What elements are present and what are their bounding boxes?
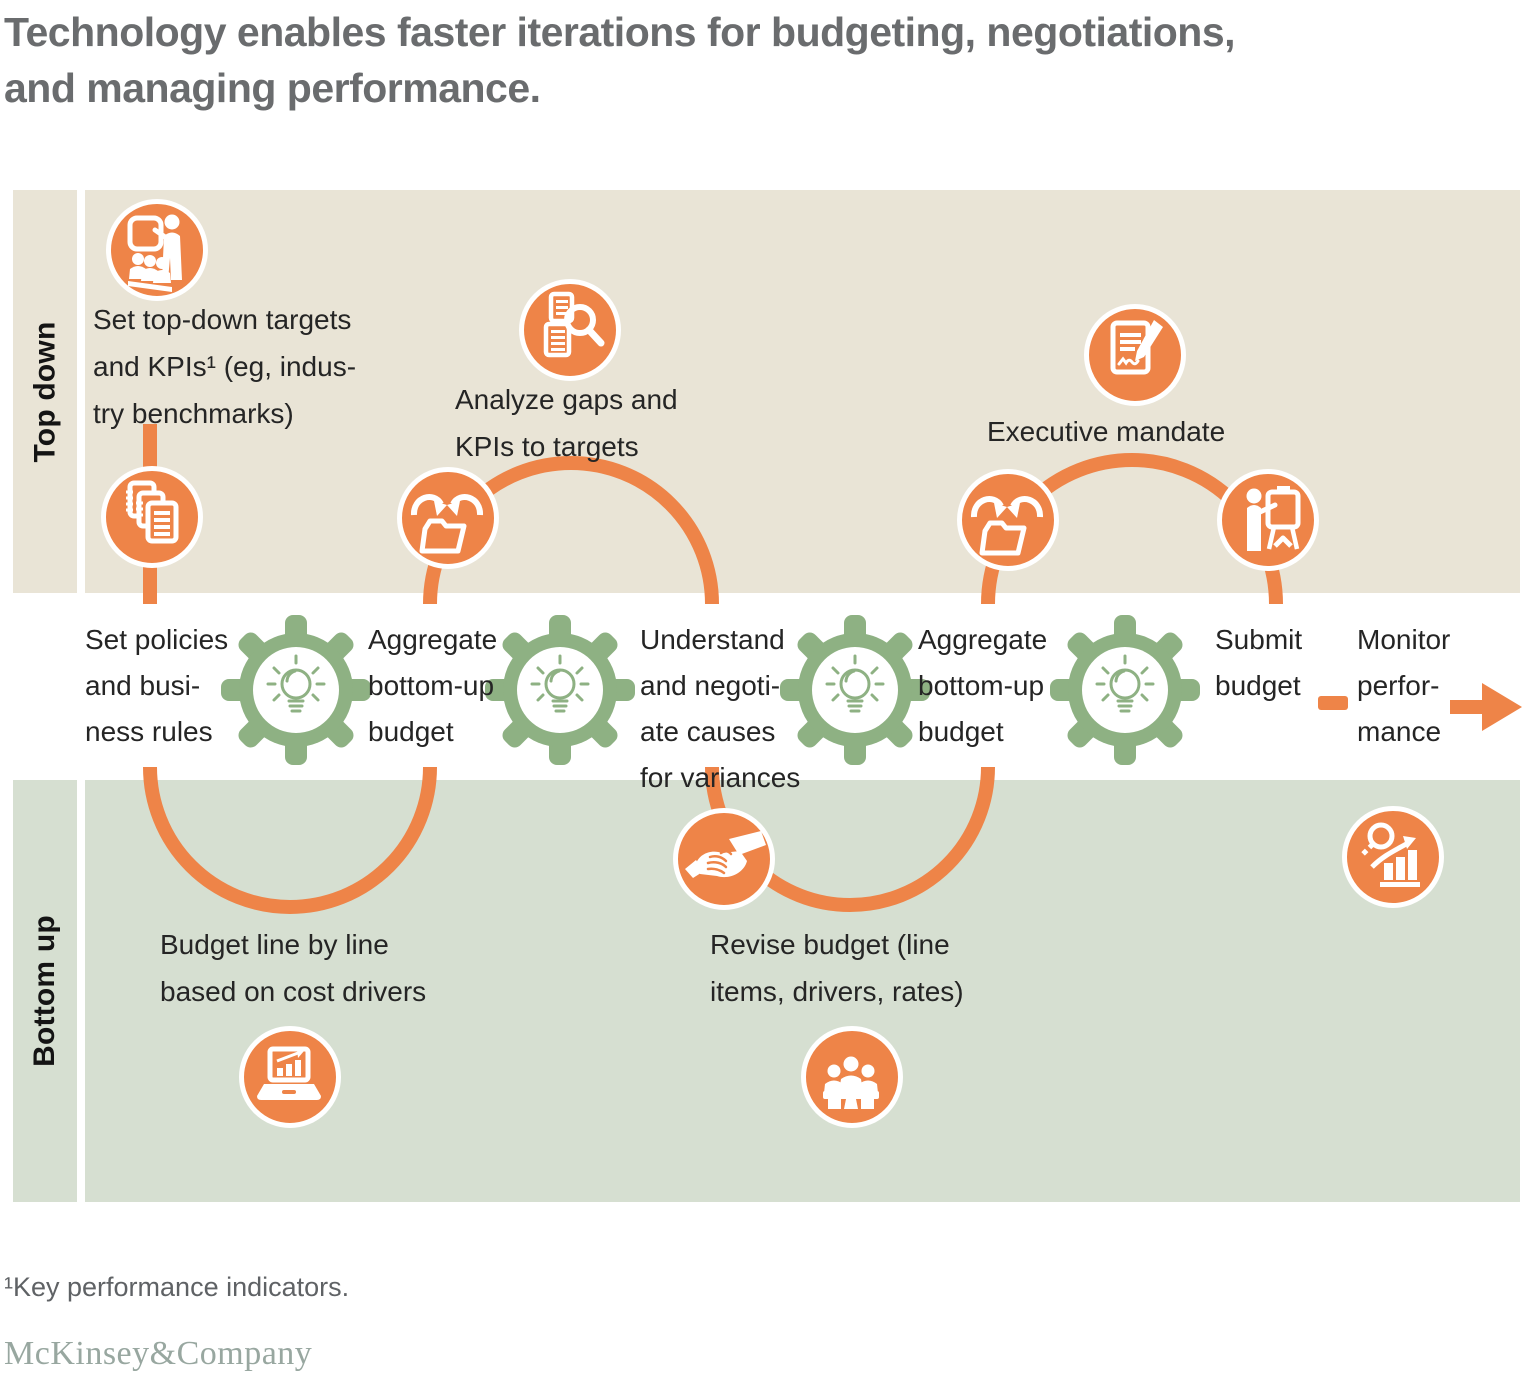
footnote: ¹Key performance indicators.: [4, 1272, 350, 1302]
step-label-set-policies: Set policies and busi- ness rules: [85, 624, 229, 747]
presenter-easel-icon: [1217, 469, 1319, 571]
presentation-training-icon: [106, 199, 208, 301]
step-label-understand: Understand and negoti- ate causes for va…: [640, 624, 801, 793]
document-search-icon: [519, 279, 621, 381]
gear-lightbulb-icon: [780, 615, 930, 765]
step-label-set-targets: Set top-down targets and KPIs¹ (eg, indu…: [93, 304, 357, 429]
step-label-submit: Submit budget: [1215, 624, 1303, 701]
mckinsey-logo: McKinsey&Company: [4, 1335, 313, 1372]
bottom-up-side-band: Bottom up: [13, 780, 77, 1202]
meeting-icon: [801, 1026, 903, 1128]
monitor-dash: [1318, 696, 1348, 710]
gear-lightbulb-icon: [221, 615, 371, 765]
step-label-revise-budget: Revise budget (line items, drivers, rate…: [710, 929, 964, 1007]
connector-bottom-arc-1: [143, 766, 437, 914]
step-label-analyze-gaps: Analyze gaps and KPIs to targets: [455, 384, 678, 462]
top-down-side-band: Top down: [13, 190, 77, 593]
documents-icon: [101, 466, 203, 568]
laptop-chart-icon: [239, 1026, 341, 1128]
monitor-arrow: [1450, 683, 1522, 731]
gear-lightbulb-icon: [485, 615, 635, 765]
merge-into-folder-icon: [397, 467, 499, 569]
step-label-aggregate-1: Aggregate bottom-up budget: [368, 624, 498, 747]
bottom-up-band: [85, 780, 1520, 1202]
page-title: Technology enables faster iterations for…: [4, 9, 1236, 111]
step-label-budget-line: Budget line by line based on cost driver…: [160, 929, 427, 1007]
handshake-icon: [673, 808, 775, 910]
step-label-aggregate-2: Aggregate bottom-up budget: [918, 624, 1048, 747]
step-label-monitor: Monitor perfor- mance: [1357, 624, 1451, 747]
gear-lightbulb-icon: [1050, 615, 1200, 765]
chart-magnifier-icon: [1342, 806, 1444, 908]
signed-document-icon: [1084, 304, 1186, 406]
merge-into-folder-icon: [957, 469, 1059, 571]
step-label-executive-mandate: Executive mandate: [987, 416, 1226, 447]
